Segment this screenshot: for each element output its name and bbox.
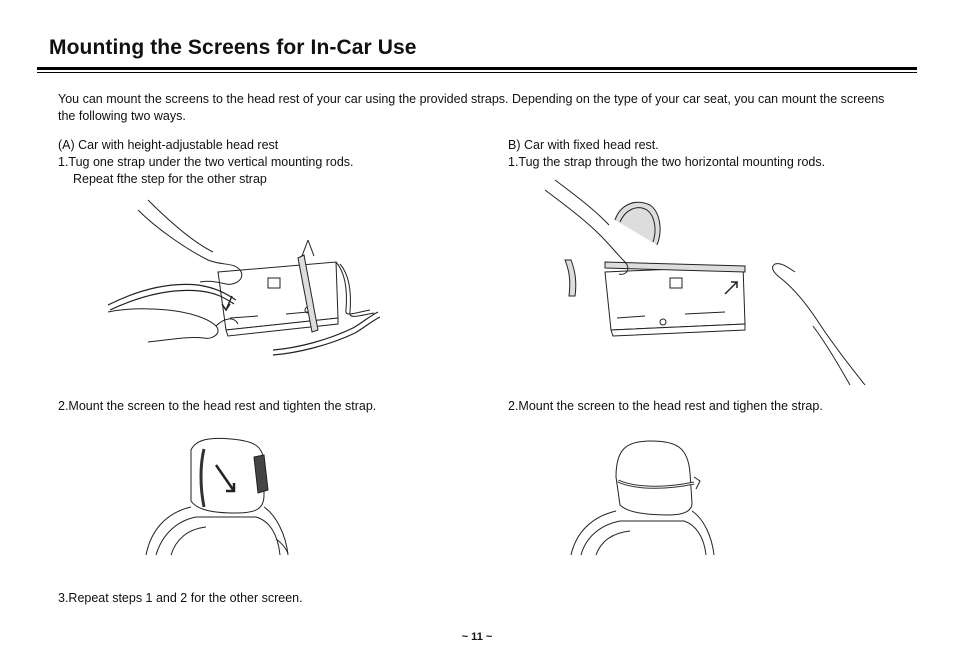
illustration-vertical-rods-strap xyxy=(107,199,381,356)
title-rule-thin xyxy=(37,72,917,73)
left-step1-line2: Repeat fthe step for the other strap xyxy=(73,172,267,186)
left-step1-line1: 1.Tug one strap under the two vertical m… xyxy=(58,155,354,169)
page-title: Mounting the Screens for In-Car Use xyxy=(49,36,417,59)
title-rule-thick xyxy=(37,67,917,70)
right-step2: 2.Mount the screen to the head rest and … xyxy=(508,399,823,413)
left-heading: (A) Car with height-adjustable head rest xyxy=(58,138,279,152)
left-step3: 3.Repeat steps 1 and 2 for the other scr… xyxy=(58,591,303,605)
page-number: ~ 11 ~ xyxy=(461,631,493,643)
illustration-fixed-headrest xyxy=(570,440,715,556)
intro-paragraph: You can mount the screens to the head re… xyxy=(58,92,885,123)
illustration-headrest-with-posts xyxy=(145,437,289,556)
left-step2: 2.Mount the screen to the head rest and … xyxy=(58,399,377,413)
illustration-horizontal-rods-strap xyxy=(544,179,866,386)
right-heading: B) Car with fixed head rest. xyxy=(508,138,659,152)
right-step1-line1: 1.Tug the strap through the two horizont… xyxy=(508,155,826,169)
